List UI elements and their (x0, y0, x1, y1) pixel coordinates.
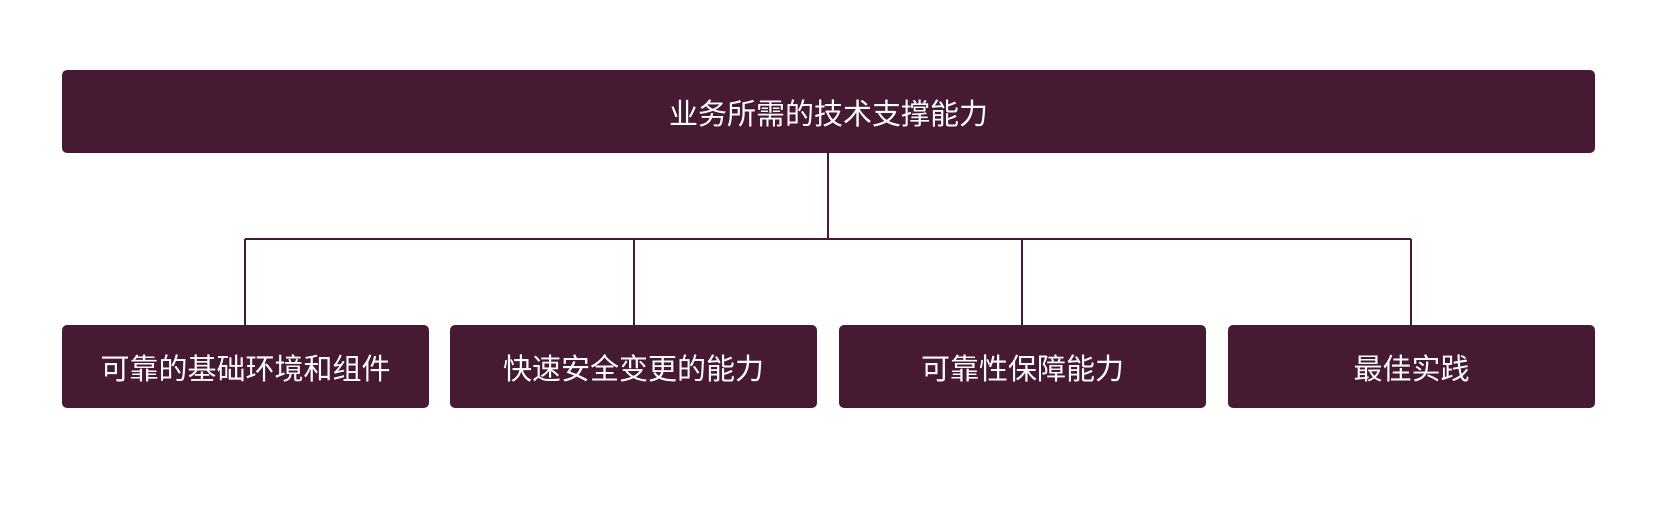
child-node-label: 最佳实践 (1353, 351, 1470, 386)
root-node-label: 业务所需的技术支撑能力 (668, 96, 988, 131)
root-node: 业务所需的技术支撑能力 (62, 70, 1595, 153)
child-node-change-capability: 快速安全变更的能力 (450, 325, 817, 408)
child-node-foundation: 可靠的基础环境和组件 (62, 325, 429, 408)
child-node-reliability: 可靠性保障能力 (839, 325, 1206, 408)
child-node-label: 快速安全变更的能力 (502, 351, 764, 386)
child-node-best-practice: 最佳实践 (1228, 325, 1595, 408)
child-node-label: 可靠性保障能力 (920, 351, 1124, 386)
child-node-label: 可靠的基础环境和组件 (100, 351, 391, 386)
